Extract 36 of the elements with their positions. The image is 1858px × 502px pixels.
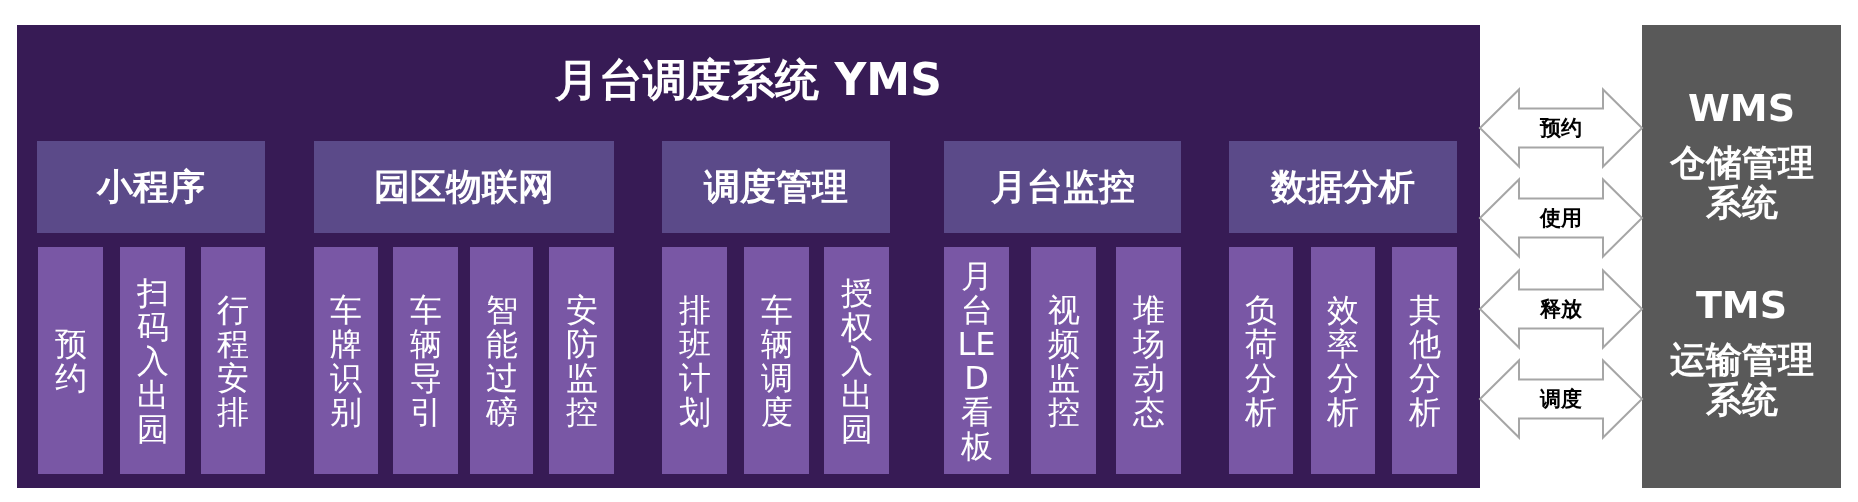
double-arrow: [1478, 177, 1644, 259]
module-header: 园区物联网: [314, 141, 614, 233]
edge-label: 调度: [1540, 387, 1582, 411]
system-name: 仓储管理系统: [1668, 143, 1815, 223]
feature-column: 视频监控: [1031, 247, 1096, 474]
system-box: [1642, 25, 1841, 488]
edge-label: 释放: [1540, 297, 1582, 321]
edge-label: 预约: [1540, 116, 1582, 140]
feature-column: 安防监控: [549, 247, 614, 474]
feature-column: 月台LED看板: [944, 247, 1009, 474]
module-header: 小程序: [37, 141, 265, 233]
feature-column: 负荷分析: [1229, 247, 1293, 474]
system-name: 运输管理系统: [1668, 340, 1815, 420]
feature-column: 预约: [38, 247, 103, 474]
panel-heading: 月台调度系统 YMS: [555, 54, 942, 106]
feature-column: 车辆调度: [744, 247, 809, 474]
feature-column: 车辆导引: [393, 247, 458, 474]
double-arrow: [1478, 87, 1644, 169]
feature-column: 扫码入出园: [120, 247, 185, 474]
module-header: 调度管理: [662, 141, 890, 233]
system-code: WMS: [1687, 86, 1796, 130]
feature-column: 排班计划: [662, 247, 727, 474]
system-panel: [17, 25, 1480, 488]
module-header: 数据分析: [1229, 141, 1457, 233]
double-arrow: [1478, 358, 1644, 440]
system-code: TMS: [1695, 283, 1788, 327]
feature-column: 授权入出园: [824, 247, 889, 474]
feature-column: 其他分析: [1392, 247, 1457, 474]
feature-column: 车牌识别: [314, 247, 378, 474]
feature-column: 效率分析: [1311, 247, 1375, 474]
double-arrow: [1478, 268, 1644, 350]
edge-label: 使用: [1540, 206, 1582, 230]
feature-column: 行程安排: [201, 247, 265, 474]
feature-column: 智能过磅: [470, 247, 533, 474]
module-header: 月台监控: [944, 141, 1181, 233]
feature-column: 堆场动态: [1116, 247, 1181, 474]
